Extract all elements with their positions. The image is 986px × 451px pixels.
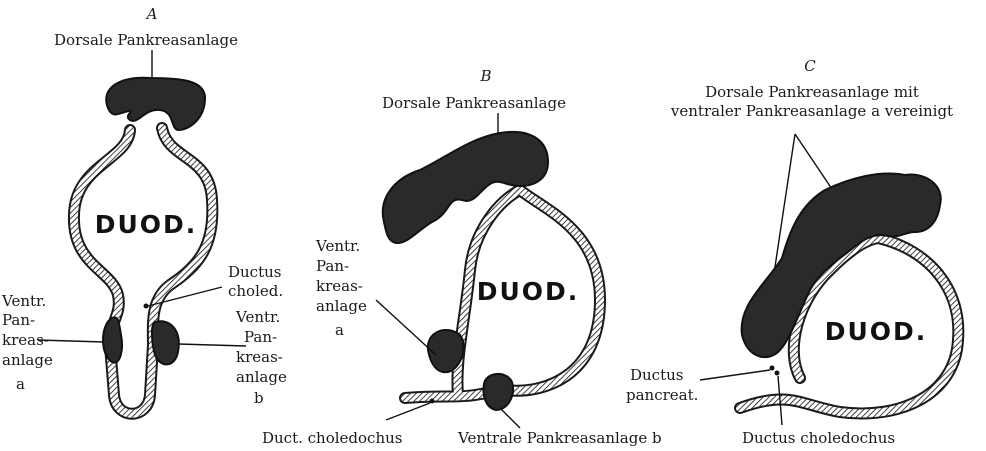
panel-c-pancreat-leader [700, 370, 770, 380]
panel-b-letter: B [479, 67, 491, 85]
panel-a-ventral-b-line-1: Ventr. [235, 308, 280, 326]
panel-b-ductus-leader [386, 403, 430, 420]
panel-b-ventral-pancreas-b [484, 374, 514, 410]
panel-a-letter: A [145, 5, 158, 23]
panel-c-dorsal-line-2: ventraler Pankreasanlage a vereinigt [670, 102, 953, 120]
panel-c: C Dorsale Pankreasanlage mit ventraler P… [626, 57, 958, 447]
panel-b-ventral-a-line-2: Pan- [316, 257, 349, 275]
panel-b-dorsal-label: Dorsale Pankreasanlage [382, 94, 566, 112]
panel-c-pancreat-line-1: Ductus [630, 366, 683, 384]
panel-a-ventral-a-line-1: Ventr. [1, 292, 46, 310]
panel-a: A Dorsale Pankreasanlage DUOD. Ductus ch… [1, 5, 287, 414]
panel-a-ductus-line-2: choled. [228, 282, 283, 300]
panel-a-ventral-b-line-3: kreas- [236, 348, 283, 366]
panel-b-ventral-b-label: Ventrale Pankreasanlage b [457, 429, 662, 447]
panel-a-ventral-b-leader [178, 344, 246, 346]
panel-a-ventral-a-line-5: a [16, 375, 25, 393]
panel-c-ductus-label: Ductus choledochus [742, 429, 895, 447]
panel-a-ventral-pancreas-a [103, 317, 122, 362]
panel-a-duodenum-label: DUOD. [95, 210, 198, 239]
panel-c-pancreat-opening [770, 366, 775, 371]
panel-c-dorsal-line-1: Dorsale Pankreasanlage mit [705, 83, 919, 101]
panel-c-duodenum-label: DUOD. [825, 317, 928, 346]
panel-b-ventral-pancreas-a [428, 330, 464, 372]
panel-b-ventral-a-line-5: a [335, 321, 344, 339]
panel-a-ventral-a-line-3: kreas- [2, 331, 49, 349]
panel-c-pancreat-line-2: pancreat. [626, 386, 698, 404]
panel-a-dorsal-pancreas [106, 78, 205, 130]
panel-a-ventral-b-line-2: Pan- [244, 328, 277, 346]
panel-a-ventral-b-line-4: anlage [236, 368, 287, 386]
panel-b-ventral-a-leader [376, 300, 436, 355]
panel-a-ventral-pancreas-b [152, 321, 179, 364]
panel-c-ductus-opening [775, 371, 780, 376]
panel-c-letter: C [804, 57, 816, 75]
panel-b-ductus-label: Duct. choledochus [262, 429, 402, 447]
panel-a-ductus-opening [144, 304, 149, 309]
panel-b-ventral-a-line-3: kreas- [316, 277, 363, 295]
panel-b-ventral-b-leader [500, 408, 520, 428]
panel-a-ventral-a-line-2: Pan- [2, 311, 35, 329]
panel-b-ventral-a-line-1: Ventr. [315, 237, 360, 255]
panel-a-ventral-b-line-5: b [254, 389, 264, 407]
panel-b-ventral-a-line-4: anlage [316, 297, 367, 315]
panel-a-ventral-a-line-4: anlage [2, 351, 53, 369]
panel-a-dorsal-label: Dorsale Pankreasanlage [54, 31, 238, 49]
panel-b: B Dorsale Pankreasanlage DUOD. Ventr. Pa… [262, 67, 662, 447]
panel-b-duodenum-label: DUOD. [477, 277, 580, 306]
panel-a-ductus-line-1: Ductus [228, 263, 281, 281]
panel-b-ductus-opening [430, 399, 435, 404]
